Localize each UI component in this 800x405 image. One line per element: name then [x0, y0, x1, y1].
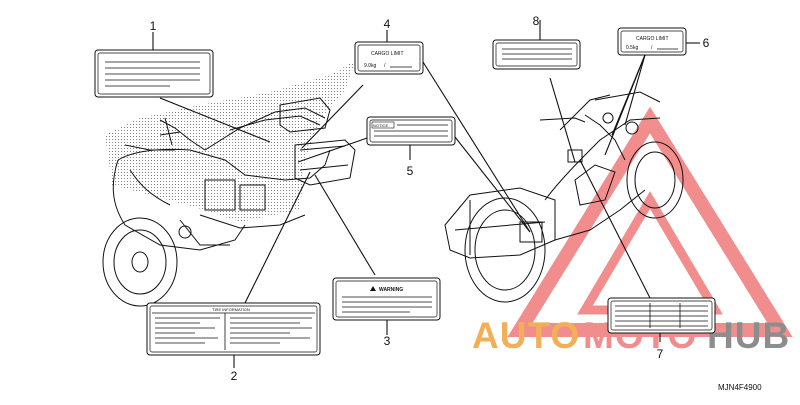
- cargo-limit-4-sep: /: [384, 63, 386, 69]
- part-number: MJN4F4900: [718, 383, 762, 392]
- warning-title: WARNING: [379, 287, 403, 293]
- callout-3: 3: [384, 334, 391, 348]
- watermark-hub: HUB: [707, 315, 790, 356]
- callout-2: 2: [231, 369, 238, 383]
- cargo-limit-4-value: 9.0kg: [364, 63, 376, 69]
- notice-title: NOTICE: [373, 123, 388, 128]
- warning-triangle-icon: [370, 286, 376, 291]
- label-6-cargo-limit: CARGO LIMIT 0.5kg /: [617, 27, 687, 56]
- cargo-limit-6-value: 0.5kg: [626, 45, 638, 51]
- right-motorcycle: [444, 91, 684, 303]
- cargo-limit-4-title: CARGO LIMIT: [371, 51, 404, 57]
- callout-1: 1: [150, 19, 157, 33]
- left-motorcycle: [102, 60, 356, 307]
- label-3-warning: WARNING: [332, 277, 441, 321]
- callout-7: 7: [657, 347, 664, 361]
- label-7: [607, 297, 716, 334]
- callout-5: 5: [407, 164, 414, 178]
- watermark-auto: AUTO: [472, 315, 580, 356]
- callout-4: 4: [384, 17, 391, 31]
- callout-8: 8: [533, 14, 540, 28]
- watermark-triangle-inner: [577, 191, 723, 315]
- label-4-cargo-limit: CARGO LIMIT 9.0kg /: [354, 41, 424, 75]
- label-1: [94, 49, 214, 98]
- cargo-limit-6-sep: /: [651, 45, 653, 51]
- leader-lines: [152, 20, 700, 368]
- dotted-shading: [105, 60, 356, 222]
- label-2-tire-info: TIRE INFORMATION: [146, 302, 321, 356]
- tire-info-title: TIRE INFORMATION: [212, 307, 250, 312]
- callout-6: 6: [703, 36, 710, 50]
- label-8: [492, 39, 581, 70]
- label-5-notice: NOTICE: [366, 116, 456, 146]
- cargo-limit-6-title: CARGO LIMIT: [636, 36, 669, 42]
